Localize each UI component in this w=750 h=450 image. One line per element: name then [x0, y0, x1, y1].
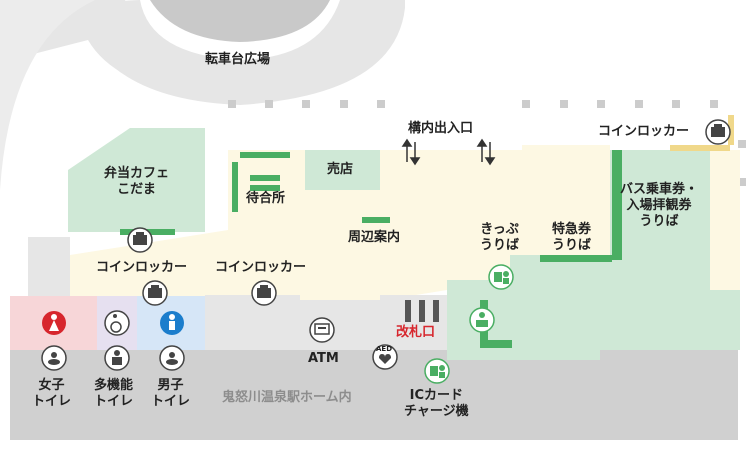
ic-charge-line2: チャージ機	[404, 404, 469, 419]
mens-toilet-icon	[160, 311, 184, 335]
kiosk-area	[305, 150, 380, 190]
bento-cafe-line2: こだま	[117, 182, 156, 197]
womens-toilet-line2: トイレ	[32, 394, 72, 409]
boundary-dots	[228, 100, 746, 186]
ticket-machine-icon	[488, 264, 514, 290]
atm-icon	[309, 317, 335, 343]
atm-label: ATM	[308, 351, 339, 366]
area-guide-label: 周辺案内	[348, 230, 401, 245]
bus-ticket-line1: バス乗車券・	[620, 182, 699, 197]
ticket-office-area	[447, 150, 740, 360]
ticket-counter-icon	[469, 307, 495, 333]
bus-ticket-label: バス乗車券・ 入場拝観券 うりば	[620, 182, 698, 230]
womens-toilet-label: 女子 トイレ	[32, 378, 71, 410]
platform-label: 鬼怒川温泉駅ホーム内	[222, 390, 352, 405]
ic-charge-line1: ICカード	[409, 388, 463, 403]
coin-locker-top-right-label: コインロッカー	[598, 124, 690, 139]
waiting-seats	[232, 152, 290, 212]
bus-ticket-line2: 入場拝観券	[626, 198, 692, 213]
womens-toilet-line1: 女子	[38, 378, 65, 393]
mens-toilet-line1: 男子	[157, 378, 184, 393]
coin-locker-left-label: コインロッカー	[96, 260, 188, 275]
coin-locker-center-label: コインロッカー	[215, 260, 307, 275]
mens-toilet-line2: トイレ	[151, 394, 191, 409]
ic-charge-icon	[424, 358, 450, 384]
ticket-gate-bars	[405, 300, 439, 322]
waiting-room-label: 待合所	[246, 191, 286, 206]
bus-ticket-line3: うりば	[639, 214, 679, 229]
ostomate-icon	[104, 345, 130, 371]
ticket-sales-label: きっぷ うりば	[480, 222, 519, 254]
bento-cafe-area	[68, 128, 205, 232]
multi-toilet-label: 多機能 トイレ	[94, 378, 133, 410]
express-ticket-label: 特急券 うりば	[552, 222, 591, 254]
rotary-plaza-label: 転車台広場	[205, 52, 271, 67]
entrance-label: 構内出入口	[408, 121, 474, 136]
ticket-sales-line1: きっぷ	[480, 222, 519, 237]
ticket-gate-label: 改札口	[396, 325, 436, 340]
aed-label: AED	[376, 345, 393, 353]
express-ticket-line1: 特急券	[552, 222, 592, 237]
rotary-plaza	[0, 0, 405, 190]
aed-icon	[372, 344, 398, 370]
express-ticket-line2: うりば	[552, 238, 592, 253]
center-gray-block	[205, 295, 300, 350]
bento-cafe-line1: 弁当カフェ	[104, 166, 170, 181]
up-down-arrow-icon	[401, 138, 496, 166]
platform-area	[10, 350, 738, 440]
coin-locker-icon	[127, 119, 731, 306]
bento-cafe-label: 弁当カフェ こだま	[104, 166, 169, 198]
multi-toilet-line2: トイレ	[94, 394, 134, 409]
baby-care-icon	[41, 345, 185, 371]
kiosk-label: 売店	[327, 162, 354, 177]
womens-toilet-icon	[42, 311, 66, 335]
ticket-sales-line2: うりば	[480, 238, 520, 253]
mens-toilet-label: 男子 トイレ	[151, 378, 190, 410]
wheelchair-icon	[104, 310, 130, 336]
ic-charge-label: ICカード チャージ機	[404, 388, 469, 420]
multi-toilet-line1: 多機能	[94, 378, 134, 393]
